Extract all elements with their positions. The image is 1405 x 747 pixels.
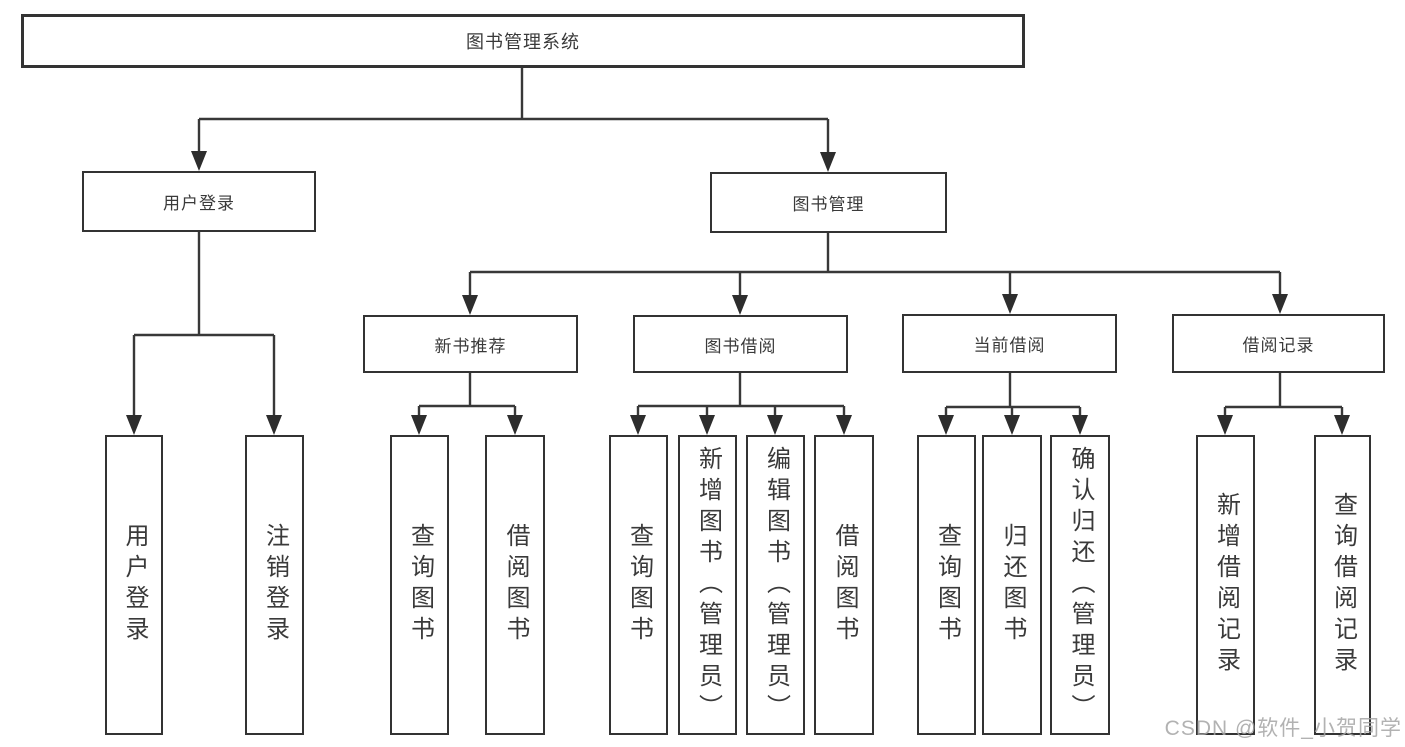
node-book-borrowing: 图书借阅 <box>633 315 848 373</box>
node-borrowing-records: 借阅记录 <box>1172 314 1385 373</box>
leaf-user-login: 用户登录 <box>105 435 163 735</box>
leaf-logout-label: 注销登录 <box>261 523 289 647</box>
node-book-management: 图书管理 <box>710 172 947 233</box>
node-root-system: 图书管理系统 <box>21 14 1025 68</box>
leaf-confirm-return-admin-label: 确认归还（管理员） <box>1067 445 1094 725</box>
csdn-watermark: CSDN @软件_小贺同学 <box>1164 717 1402 740</box>
leaf-borrow-books-2: 借阅图书 <box>814 435 874 735</box>
leaf-borrow-books-1-label: 借阅图书 <box>502 523 529 647</box>
node-current-borrowing-label: 当前借阅 <box>973 336 1046 355</box>
leaf-query-books-2: 查询图书 <box>609 435 668 735</box>
node-book-borrowing-label: 图书借阅 <box>704 336 777 356</box>
leaf-add-borrow-record: 新增借阅记录 <box>1196 435 1255 735</box>
node-book-management-label: 图书管理 <box>792 195 865 214</box>
node-user-login: 用户登录 <box>82 171 316 232</box>
leaf-edit-books-admin-label: 编辑图书（管理员） <box>762 445 790 725</box>
leaf-add-borrow-record-label: 新增借阅记录 <box>1212 492 1240 678</box>
leaf-query-borrow-record-label: 查询借阅记录 <box>1329 492 1357 678</box>
leaf-query-books-1: 查询图书 <box>390 435 449 735</box>
leaf-return-books-label: 归还图书 <box>999 523 1026 647</box>
leaf-add-books-admin: 新增图书（管理员） <box>678 435 737 735</box>
leaf-user-login-label: 用户登录 <box>121 523 148 647</box>
leaf-query-books-2-label: 查询图书 <box>625 523 653 647</box>
leaf-return-books: 归还图书 <box>982 435 1042 735</box>
leaf-query-books-3: 查询图书 <box>917 435 976 735</box>
leaf-confirm-return-admin: 确认归还（管理员） <box>1050 435 1110 735</box>
leaf-edit-books-admin: 编辑图书（管理员） <box>746 435 805 735</box>
leaf-borrow-books-2-label: 借阅图书 <box>831 523 858 647</box>
node-new-book-recommend-label: 新书推荐 <box>434 336 507 356</box>
leaf-logout: 注销登录 <box>245 435 304 735</box>
leaf-borrow-books-1: 借阅图书 <box>485 435 545 735</box>
leaf-query-books-1-label: 查询图书 <box>406 523 434 647</box>
leaf-query-books-3-label: 查询图书 <box>933 523 961 647</box>
node-new-book-recommend: 新书推荐 <box>363 315 578 373</box>
leaf-add-books-admin-label: 新增图书（管理员） <box>694 445 722 725</box>
node-user-login-label: 用户登录 <box>163 194 235 213</box>
leaf-query-borrow-record: 查询借阅记录 <box>1314 435 1371 735</box>
node-root-label: 图书管理系统 <box>466 32 580 52</box>
node-borrowing-records-label: 借阅记录 <box>1242 336 1315 355</box>
node-current-borrowing: 当前借阅 <box>902 314 1117 373</box>
